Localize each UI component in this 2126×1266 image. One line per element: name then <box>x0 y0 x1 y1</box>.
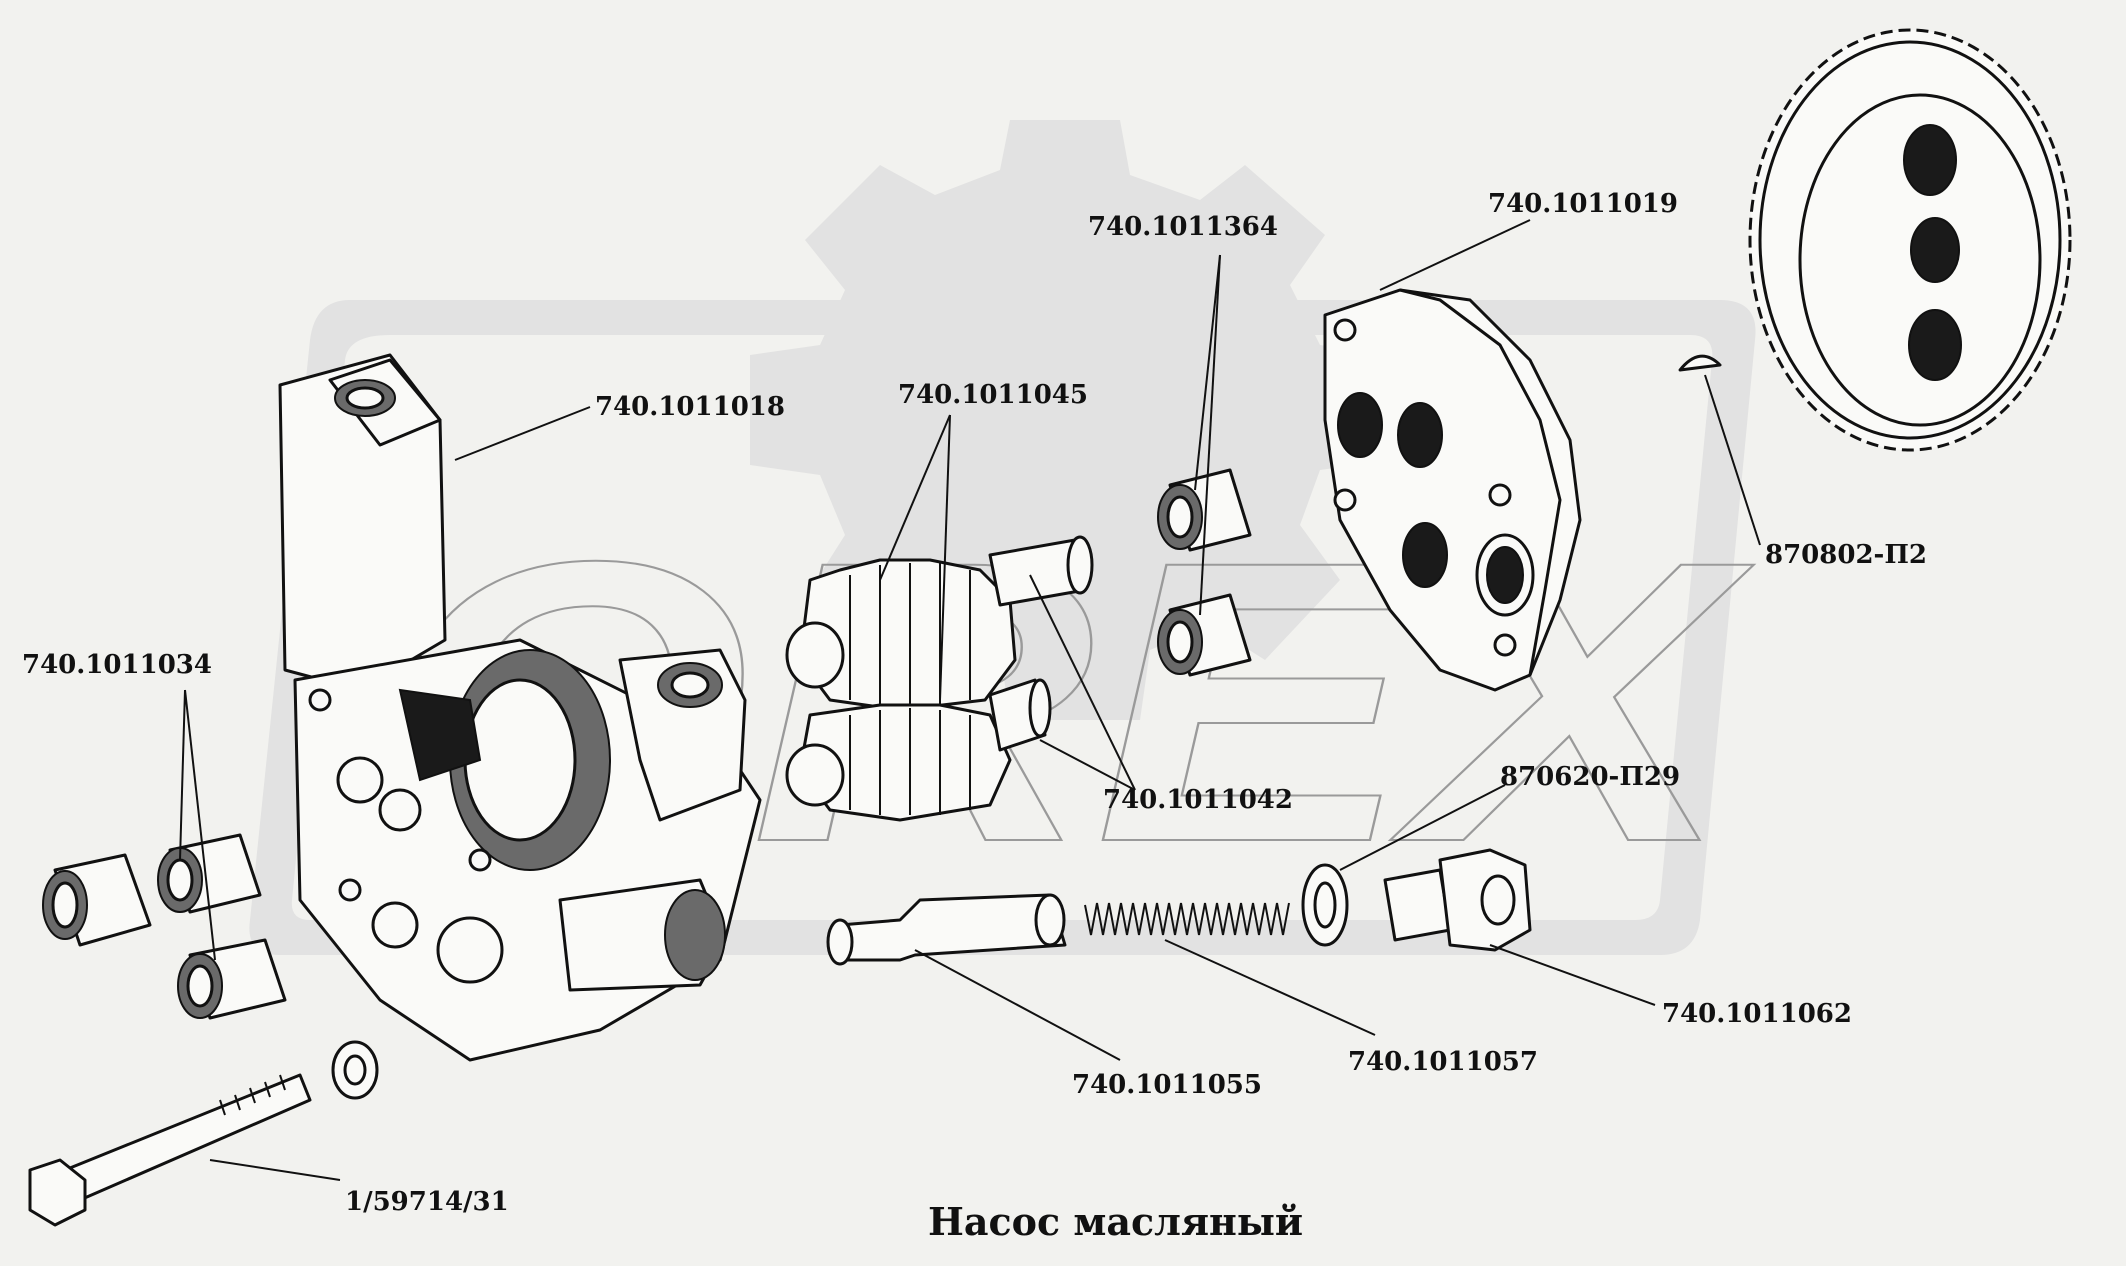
part-labels: 740.1011018 740.1011045 740.1011364 740.… <box>22 189 1927 1217</box>
valve-spring <box>1084 902 1290 936</box>
label-key: 870802-П2 <box>1765 540 1927 570</box>
diagram-caption: Насос масляный <box>928 1199 1303 1244</box>
housing-bushings <box>42 833 287 1020</box>
sealing-washer <box>1301 863 1349 947</box>
relief-valve <box>826 893 1067 966</box>
label-washer: 870620-П29 <box>1500 762 1680 792</box>
label-small-bushings: 740.1011364 <box>1088 212 1278 242</box>
label-housing: 740.1011018 <box>595 392 785 422</box>
label-valve: 740.1011055 <box>1072 1070 1262 1100</box>
label-spring: 740.1011057 <box>1348 1047 1538 1077</box>
valve-plug <box>1383 848 1532 952</box>
pump-cover <box>1323 288 1582 692</box>
leader-lines <box>179 219 1761 1181</box>
label-plug: 740.1011062 <box>1662 999 1852 1029</box>
label-housing-bushings: 740.1011034 <box>22 650 212 680</box>
small-bushings <box>1157 468 1252 677</box>
gear-pair <box>785 535 1094 822</box>
bolt <box>28 1040 379 1227</box>
woodruff-key <box>1678 354 1722 372</box>
label-shaft: 740.1011042 <box>1103 785 1293 815</box>
pump-housing <box>278 353 762 1062</box>
label-gears: 740.1011045 <box>898 380 1088 410</box>
label-bolt: 1/59714/31 <box>345 1187 509 1217</box>
drive-gear <box>1748 28 2072 452</box>
label-cover: 740.1011019 <box>1488 189 1678 219</box>
